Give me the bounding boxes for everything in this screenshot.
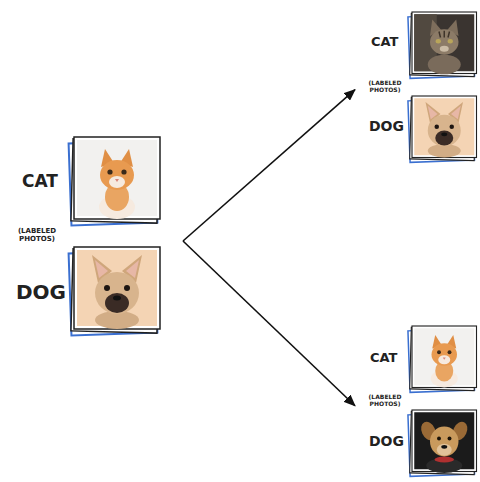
- class-label: DOG: [369, 119, 404, 134]
- class-label: DOG: [369, 434, 404, 449]
- class-label: CAT: [370, 351, 397, 365]
- flow-arrow: [183, 90, 355, 241]
- labeled-photo-set: CAT (LABELED PHOTOS) DOG: [355, 322, 478, 480]
- class-label: CAT: [22, 172, 58, 191]
- class-label: DOG: [16, 281, 66, 303]
- labeled-photo-set: CAT (LABELED PHOTOS) DOG: [355, 8, 478, 162]
- caption-note: (LABELED PHOTOS): [10, 227, 64, 243]
- flow-arrow: [183, 241, 355, 406]
- caption-note: (LABELED PHOTOS): [363, 80, 407, 94]
- caption-note: (LABELED PHOTOS): [363, 394, 407, 408]
- labeled-photo-set: CAT (LABELED PHOTOS) DOG: [10, 135, 183, 335]
- class-label: CAT: [371, 35, 398, 49]
